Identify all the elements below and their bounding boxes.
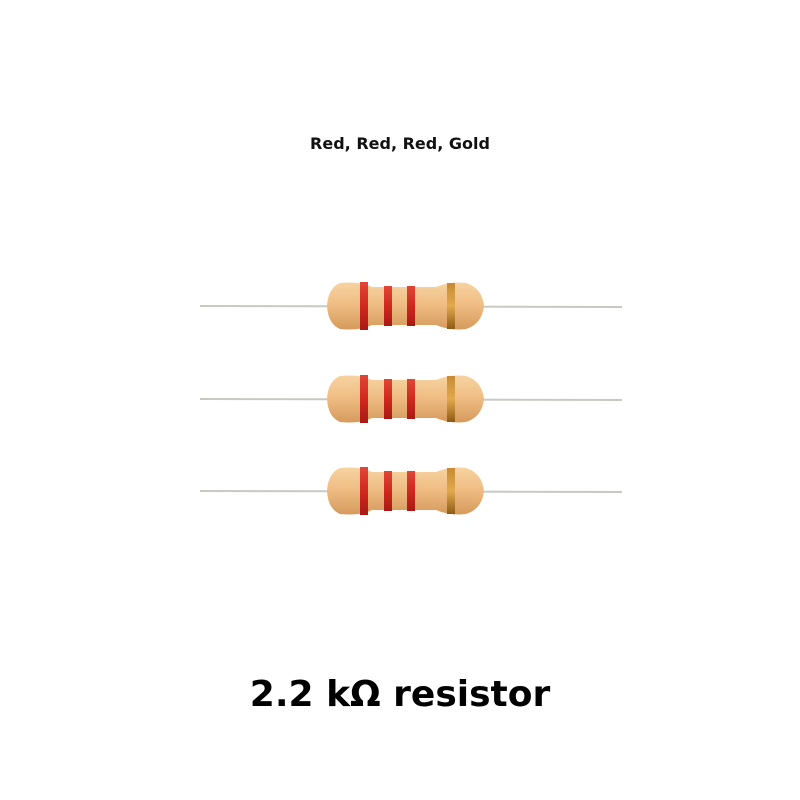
resistor-title: 2.2 kΩ resistor (249, 674, 551, 715)
resistor (199, 282, 623, 330)
red-band (360, 282, 368, 330)
gold-band (447, 468, 455, 514)
resistor-body (327, 282, 484, 330)
gold-band (447, 283, 455, 329)
red-band (384, 471, 392, 511)
red-band (360, 467, 368, 515)
resistor (199, 467, 623, 515)
red-band (407, 286, 415, 326)
red-band (360, 375, 368, 423)
color-code-caption: Red, Red, Red, Gold (310, 134, 490, 153)
red-band (384, 286, 392, 326)
resistor-body (327, 375, 484, 423)
resistor-body (327, 467, 484, 515)
resistor (199, 375, 623, 423)
gold-band (447, 376, 455, 422)
red-band (407, 471, 415, 511)
red-band (384, 379, 392, 419)
red-band (407, 379, 415, 419)
